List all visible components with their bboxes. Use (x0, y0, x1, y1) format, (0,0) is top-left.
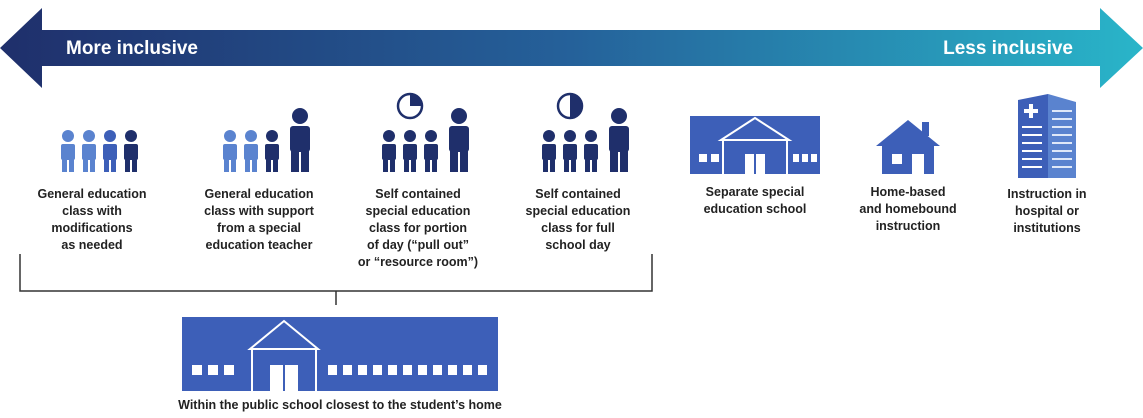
students-teacher-partial-clock-icon (382, 92, 469, 172)
inclusiveness-arrow (0, 8, 1143, 88)
category-self-contained-partial: Self contained special education class f… (343, 92, 493, 271)
school-building-icon (690, 116, 820, 174)
category-separate-school: Separate special education school (680, 112, 830, 218)
category-self-contained-full-day: Self contained special education class f… (503, 92, 653, 254)
category-label: Self contained special education class f… (525, 187, 631, 252)
category-label: Self contained special education class f… (357, 187, 479, 269)
less-inclusive-label: Less inclusive (943, 38, 1073, 59)
house-icon (876, 120, 940, 174)
students-teacher-half-clock-icon (542, 92, 629, 172)
more-inclusive-label: More inclusive (66, 38, 198, 59)
category-label: Instruction in hospital or institutions (1007, 187, 1087, 235)
category-label: General education class with support fro… (204, 187, 314, 252)
category-label: Separate special education school (703, 185, 807, 216)
category-label: Home-based and homebound instruction (859, 185, 957, 233)
public-school-caption: Within the public school closest to the … (178, 398, 502, 412)
public-school-building-icon (182, 317, 498, 391)
students-group-icon (61, 130, 138, 172)
hospital-icon (1018, 94, 1076, 178)
students-with-teacher-icon (223, 108, 310, 172)
category-home-based: Home-based and homebound instruction (838, 118, 978, 235)
category-general-education-modifications: General education class with modificatio… (17, 128, 167, 254)
category-general-education-support: General education class with support fro… (184, 108, 334, 254)
category-label: General education class with modificatio… (37, 187, 147, 252)
category-hospital: Instruction in hospital or institutions (982, 92, 1112, 237)
